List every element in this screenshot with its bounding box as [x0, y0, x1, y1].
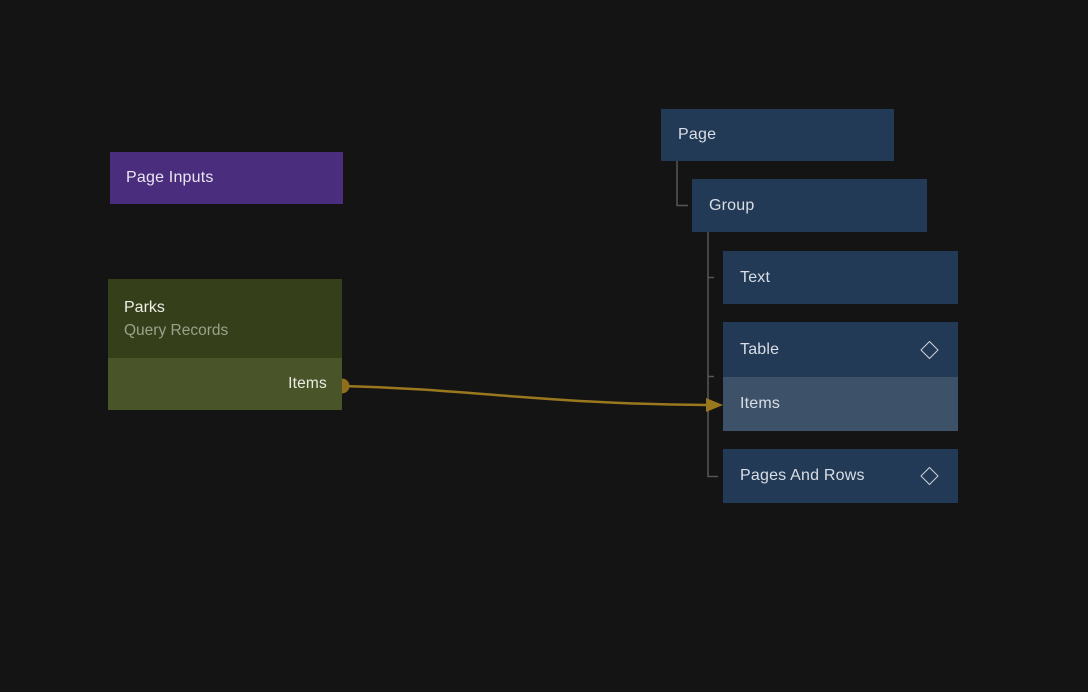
- tree-node-group[interactable]: Group: [692, 179, 927, 232]
- tree-node-items-label: Items: [740, 395, 781, 412]
- edge-parks-items-to-items[interactable]: [341, 384, 708, 407]
- node-page-inputs-label: Page Inputs: [126, 169, 214, 186]
- node-page-inputs[interactable]: Page Inputs: [110, 152, 343, 204]
- tree-node-page[interactable]: Page: [661, 109, 894, 161]
- tree-node-pages-and-rows[interactable]: Pages And Rows: [723, 449, 958, 503]
- tree-node-table-label: Table: [740, 340, 780, 358]
- tree-connector-group-to-children: [707, 232, 718, 478]
- edge-arrowhead-icon: [706, 398, 723, 412]
- node-parks-query[interactable]: Parks Query Records Items: [108, 279, 342, 410]
- tree-node-text[interactable]: Text: [723, 251, 958, 304]
- tree-node-group-label: Group: [709, 196, 755, 214]
- diamond-icon: [920, 466, 939, 486]
- node-parks-title: Parks: [124, 299, 165, 316]
- tree-node-table-header[interactable]: Table: [723, 322, 958, 377]
- tree-connector-page-to-group: [676, 161, 688, 207]
- tree-node-items[interactable]: Items: [723, 377, 958, 431]
- node-parks-output-port-label: Items: [288, 375, 327, 392]
- tree-node-table[interactable]: Table Items: [723, 322, 958, 431]
- node-parks-output-port-row[interactable]: Items: [108, 358, 342, 410]
- tree-node-pages-and-rows-label: Pages And Rows: [740, 467, 865, 484]
- node-parks-subtitle: Query Records: [124, 322, 229, 339]
- tree-node-page-label: Page: [678, 126, 717, 143]
- tree-node-text-label: Text: [740, 268, 771, 286]
- node-parks-header[interactable]: Parks Query Records: [108, 279, 342, 358]
- diamond-icon: [920, 340, 939, 359]
